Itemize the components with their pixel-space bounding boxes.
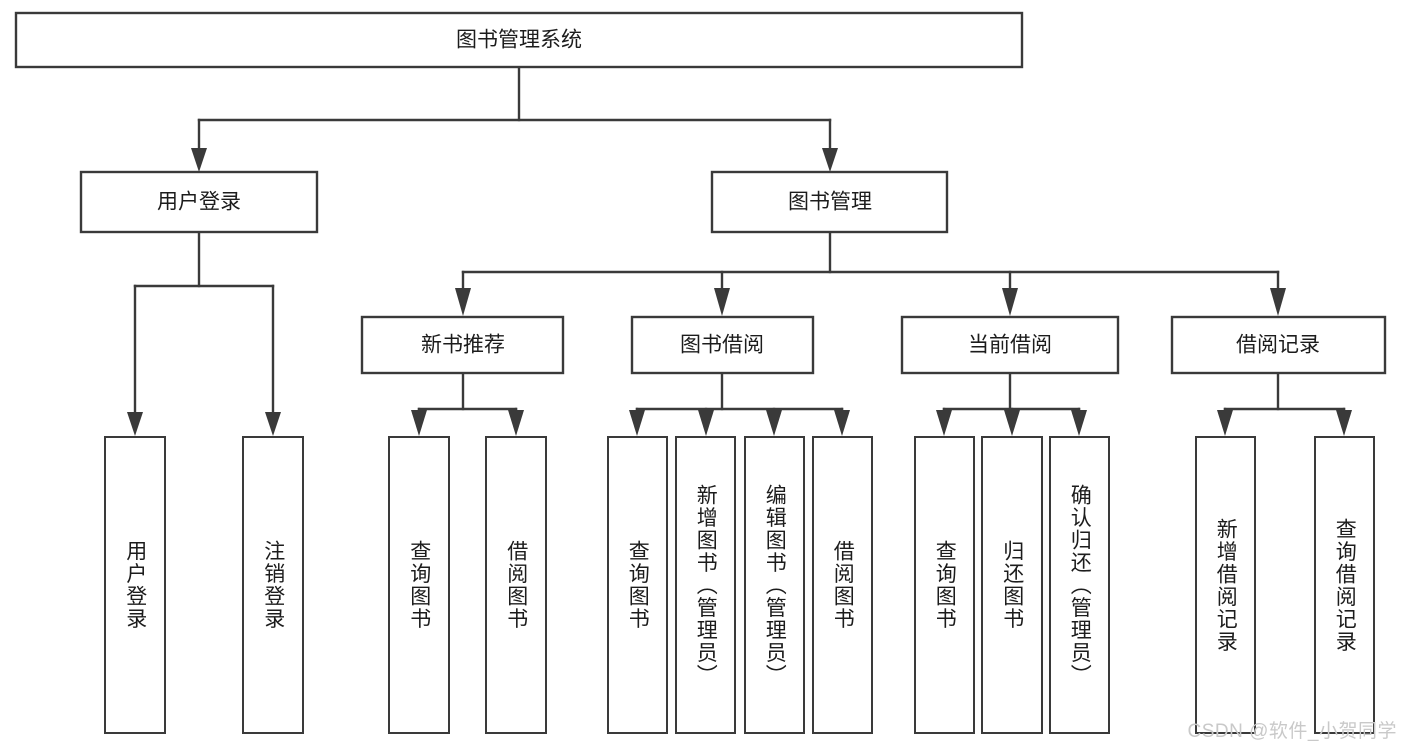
leaf-node-logout-login[interactable]: 注销登录 — [242, 436, 304, 734]
arrow-head-leaf-query-record — [1336, 410, 1352, 436]
leaf-node-query-book-3[interactable]: 查询图书 — [914, 436, 975, 734]
node-book-borrow-box[interactable] — [630, 315, 815, 375]
arrow-head-borrow-record — [1270, 288, 1286, 316]
leaf-node-borrow-book-2[interactable]: 借阅图书 — [812, 436, 873, 734]
node-new-book-recommend[interactable]: 新书推荐 — [360, 315, 565, 375]
connector-group-book-borrow — [629, 371, 850, 436]
leaf-node-add-record[interactable]: 新增借阅记录 — [1195, 436, 1256, 734]
node-user-login[interactable]: 用户登录 — [79, 170, 319, 234]
connector-group-book-management — [455, 230, 1286, 316]
leaf-query-book-2-label: 查询图书 — [626, 540, 650, 630]
node-current-borrow[interactable]: 当前借阅 — [900, 315, 1120, 375]
leaf-node-add-book[interactable]: 新增图书（管理员） — [675, 436, 736, 734]
leaf-query-record-content: 查询借阅记录 — [1316, 438, 1373, 732]
node-book-management-box[interactable] — [710, 170, 949, 234]
leaf-add-record-content: 新增借阅记录 — [1197, 438, 1254, 732]
leaf-user-login-label: 用户登录 — [123, 540, 147, 630]
arrow-head-leaf-user-login — [127, 412, 143, 436]
node-book-borrow[interactable]: 图书借阅 — [630, 315, 815, 375]
arrow-head-leaf-return-book — [1004, 410, 1020, 436]
leaf-node-query-book-1[interactable]: 查询图书 — [388, 436, 450, 734]
leaf-query-book-3-content: 查询图书 — [916, 438, 973, 732]
leaf-add-record-label: 新增借阅记录 — [1214, 517, 1238, 653]
arrow-head-book-management — [822, 148, 838, 172]
arrow-head-leaf-confirm-return — [1071, 410, 1087, 436]
arrow-head-book-borrow — [714, 288, 730, 316]
leaf-query-record-label: 查询借阅记录 — [1333, 517, 1357, 653]
leaf-borrow-book-1-label: 借阅图书 — [504, 540, 528, 630]
node-user-login-label: 用户登录 — [157, 191, 241, 214]
leaf-add-book-content: 新增图书（管理员） — [677, 438, 734, 732]
arrow-head-user-login — [191, 148, 207, 172]
node-root-system-box[interactable] — [14, 11, 1024, 69]
leaf-query-book-1-content: 查询图书 — [390, 438, 448, 732]
leaf-logout-login-content: 注销登录 — [244, 438, 302, 732]
leaf-confirm-return-label: 确认归还（管理员） — [1068, 483, 1092, 687]
node-book-management-label: 图书管理 — [788, 191, 872, 214]
arrow-head-leaf-add-book — [698, 410, 714, 436]
leaf-return-book-content: 归还图书 — [983, 438, 1041, 732]
leaf-query-book-3-label: 查询图书 — [933, 540, 957, 630]
node-borrow-record-label: 借阅记录 — [1236, 334, 1320, 357]
node-book-borrow-label: 图书借阅 — [680, 334, 764, 357]
leaf-query-book-1-label: 查询图书 — [407, 540, 431, 630]
leaf-borrow-book-2-content: 借阅图书 — [814, 438, 871, 732]
leaf-node-user-login[interactable]: 用户登录 — [104, 436, 166, 734]
leaf-node-return-book[interactable]: 归还图书 — [981, 436, 1043, 734]
node-borrow-record-box[interactable] — [1170, 315, 1387, 375]
arrow-head-leaf-query-book-1 — [411, 410, 427, 436]
leaf-borrow-book-1-content: 借阅图书 — [487, 438, 545, 732]
arrow-head-leaf-query-book-2 — [629, 410, 645, 436]
leaf-node-confirm-return[interactable]: 确认归还（管理员） — [1049, 436, 1110, 734]
leaf-return-book-label: 归还图书 — [1000, 540, 1024, 630]
leaf-edit-book-content: 编辑图书（管理员） — [746, 438, 803, 732]
node-new-book-recommend-box[interactable] — [360, 315, 565, 375]
leaf-node-query-record[interactable]: 查询借阅记录 — [1314, 436, 1375, 734]
node-book-management[interactable]: 图书管理 — [710, 170, 949, 234]
connector-group-user-login — [127, 230, 281, 436]
node-current-borrow-box[interactable] — [900, 315, 1120, 375]
leaf-user-login-content: 用户登录 — [106, 438, 164, 732]
arrow-head-leaf-logout-login — [265, 412, 281, 436]
arrow-head-leaf-borrow-book-1 — [508, 410, 524, 436]
arrow-head-new-book-recommend — [455, 288, 471, 316]
arrow-head-leaf-add-record — [1217, 410, 1233, 436]
leaf-borrow-book-2-label: 借阅图书 — [831, 540, 855, 630]
leaf-node-edit-book[interactable]: 编辑图书（管理员） — [744, 436, 805, 734]
arrow-head-leaf-borrow-book-2 — [834, 410, 850, 436]
connector-group-current-borrow — [936, 371, 1087, 436]
arrow-head-leaf-query-book-3 — [936, 410, 952, 436]
node-root-system[interactable]: 图书管理系统 — [14, 11, 1024, 69]
connector-group-borrow-record — [1217, 371, 1352, 436]
node-borrow-record[interactable]: 借阅记录 — [1170, 315, 1387, 375]
connector-group-new-book-recommend — [411, 371, 524, 436]
leaf-logout-login-label: 注销登录 — [261, 540, 285, 630]
node-current-borrow-label: 当前借阅 — [968, 334, 1052, 357]
arrow-head-current-borrow — [1002, 288, 1018, 316]
leaf-query-book-2-content: 查询图书 — [609, 438, 666, 732]
connector-group-root — [191, 65, 838, 172]
node-new-book-recommend-label: 新书推荐 — [421, 334, 505, 357]
leaf-add-book-label: 新增图书（管理员） — [694, 483, 718, 687]
node-user-login-box[interactable] — [79, 170, 319, 234]
leaf-node-query-book-2[interactable]: 查询图书 — [607, 436, 668, 734]
node-root-system-label: 图书管理系统 — [456, 29, 582, 52]
leaf-node-borrow-book-1[interactable]: 借阅图书 — [485, 436, 547, 734]
arrow-head-leaf-edit-book — [766, 410, 782, 436]
leaf-confirm-return-content: 确认归还（管理员） — [1051, 438, 1108, 732]
leaf-edit-book-label: 编辑图书（管理员） — [763, 483, 787, 687]
